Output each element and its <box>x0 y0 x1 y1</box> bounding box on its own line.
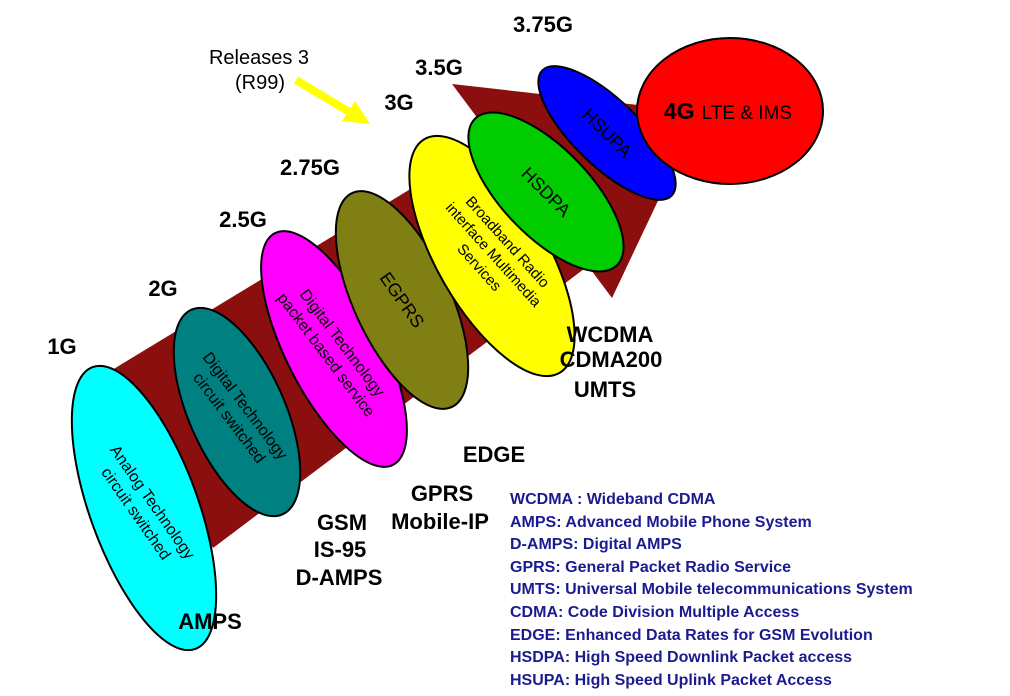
legend-item-hsdpa: HSDPA: High Speed Downlink Packet access <box>510 649 853 667</box>
tech-label-amps: AMPS <box>178 609 242 634</box>
generation-label-3-75g: 3.75G <box>513 12 573 37</box>
generation-label-2g: 2G <box>148 276 177 301</box>
stage-ellipse-hsupa <box>537 65 677 201</box>
legend-item-umts: UMTS: Universal Mobile telecommunication… <box>510 581 913 599</box>
tech-label-damps: D-AMPS <box>296 565 383 590</box>
stage-lte: 4G LTE & IMS <box>636 37 824 185</box>
stage-hsupa: HSUPA <box>537 65 677 201</box>
stage-ellipse-analog <box>70 364 218 652</box>
legend-item-damps: D-AMPS: Digital AMPS <box>510 536 682 554</box>
generation-label-3-5g: 3.5G <box>415 55 463 80</box>
tech-label-gsm: GSM <box>317 510 367 535</box>
legend-item-cdma: CDMA: Code Division Multiple Access <box>510 603 800 621</box>
generation-label-1g: 1G <box>47 334 76 359</box>
stage-hsdpa: HSDPA <box>467 111 625 273</box>
r99-arrow-line <box>293 76 354 117</box>
stage-label-lte-bold: 4G <box>664 98 695 124</box>
tech-label-edge: EDGE <box>463 442 525 467</box>
generation-label-2-75g: 2.75G <box>280 155 340 180</box>
legend-item-gprs: GPRS: General Packet Radio Service <box>510 558 792 576</box>
generation-label-3g: 3G <box>384 90 413 115</box>
tech-label-wcdma: WCDMA <box>567 322 654 347</box>
legend-item-wcdma: WCDMA : Wideband CDMA <box>510 491 716 508</box>
legend-item-edge: EDGE: Enhanced Data Rates for GSM Evolut… <box>510 626 873 644</box>
r99-note-line1: Releases 3 <box>209 47 309 69</box>
tech-label-is95: IS-95 <box>314 537 367 562</box>
stage-label-lte-rest: LTE & IMS <box>702 103 792 124</box>
tech-label-cdma200: CDMA200 <box>560 347 663 372</box>
tech-label-umts: UMTS <box>574 377 636 402</box>
legend: WCDMA : Wideband CDMA AMPS: Advanced Mob… <box>510 489 913 692</box>
r99-note-line2: (R99) <box>235 72 285 94</box>
tech-label-gprs: GPRS <box>411 481 473 506</box>
legend-item-hsupa: HSUPA: High Speed Uplink Packet Access <box>510 671 832 689</box>
stage-ellipse-hsdpa <box>467 111 625 273</box>
stage-analog: Analog Technology circuit switched <box>70 364 218 652</box>
legend-item-amps: AMPS: Advanced Mobile Phone System <box>510 513 812 531</box>
r99-arrow <box>293 76 370 124</box>
r99-arrow-head <box>342 101 370 124</box>
generation-label-2-5g: 2.5G <box>219 207 267 232</box>
tech-label-mobile-ip: Mobile-IP <box>391 509 489 534</box>
stage-label-lte: 4G LTE & IMS <box>664 98 792 124</box>
stage-ellipse-lte <box>636 37 824 185</box>
stage-ellipse-digital-circuit <box>172 306 302 518</box>
stage-egprs: EGPRS <box>334 190 470 410</box>
